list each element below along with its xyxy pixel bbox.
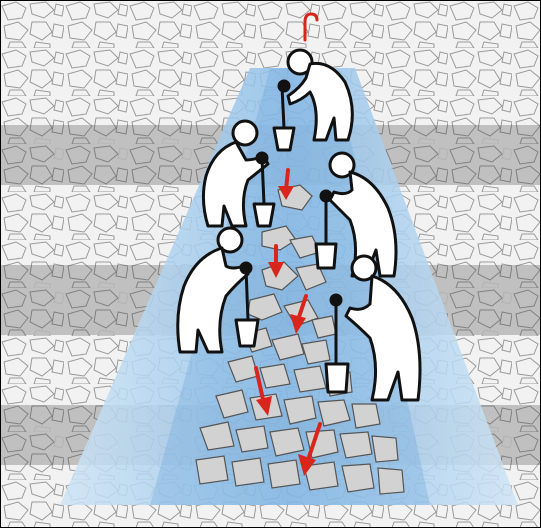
shovel-icon [316, 244, 336, 268]
shovel-icon [254, 204, 274, 226]
shovel-icon [274, 128, 294, 150]
shovel-icon [326, 364, 348, 392]
shovel-icon [236, 320, 258, 346]
